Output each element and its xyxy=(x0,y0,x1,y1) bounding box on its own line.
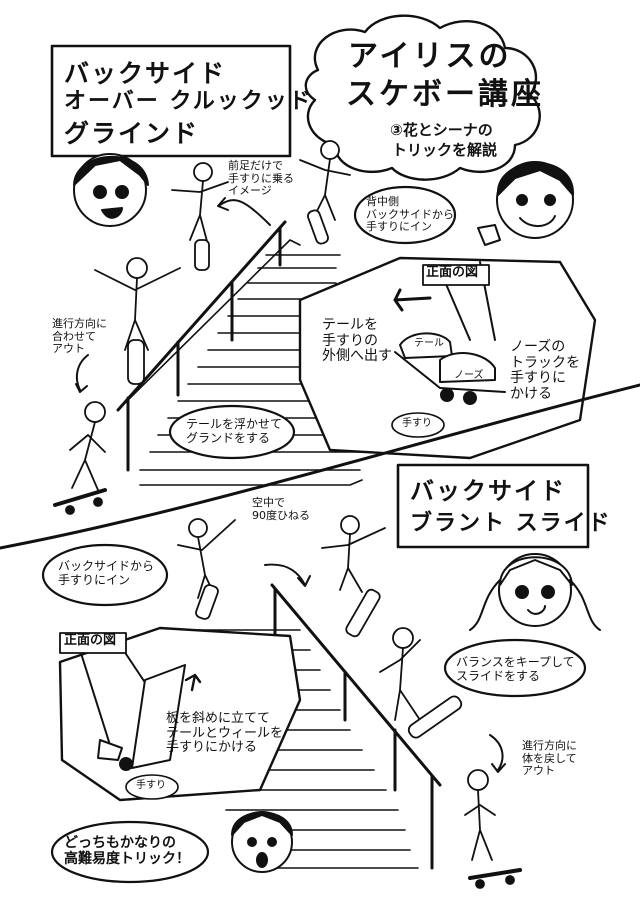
label-handrail-1: 手すり xyxy=(402,418,432,429)
character-girl-left xyxy=(73,153,149,227)
skater-figures-1 xyxy=(53,140,351,515)
note-balance: バランスをキープして スライドをする xyxy=(456,655,575,683)
bubble-backside-in-2 xyxy=(41,543,169,607)
bubble-tail-float xyxy=(168,404,296,460)
label-handrail-2: 手すり xyxy=(136,780,166,791)
character-boy-shocked xyxy=(231,811,293,873)
skate-front-view-1 xyxy=(393,261,506,405)
heading-1-line3: グラインド xyxy=(64,119,200,148)
bubble-handrail-2 xyxy=(125,774,179,800)
label-tail: テール xyxy=(414,338,444,349)
heading-2-line1: バックサイド xyxy=(410,477,566,505)
arrow-exit-1 xyxy=(75,354,89,393)
bubble-balance xyxy=(443,638,587,698)
note-backside-in-2: バックサイドから 手すりにイン xyxy=(58,559,155,587)
character-girl-twintails xyxy=(469,553,601,631)
heading-1-line2: オーバー クルックッド xyxy=(64,89,313,114)
note-exit-2: 進行方向に 体を戻して アウト xyxy=(522,739,577,778)
label-box-front-view-2 xyxy=(59,632,127,654)
title-line1: アイリスの xyxy=(348,39,512,74)
front-view-label-2: 正面の図 xyxy=(64,633,117,648)
title-subtitle-line1: ③花とシーナの xyxy=(390,121,493,139)
title-subtitle-line2: トリックを解説 xyxy=(392,141,498,159)
bubble-handrail-1 xyxy=(391,412,445,438)
note-tail-out: テールを 手すりの 外側へ出す xyxy=(322,317,392,365)
label-box-front-view-1 xyxy=(422,264,490,286)
heading-1-line1: バックサイド xyxy=(64,59,227,88)
note-exit-1: 進行方向に 合わせて アウト xyxy=(52,317,107,356)
bubble-backside-in-1 xyxy=(353,185,457,245)
note-difficult: どっちもかなりの 高難易度トリック！ xyxy=(64,835,190,867)
note-board-tilt: 板を斜めに立てて テールとウィールを 手すりにかける xyxy=(166,711,284,756)
arrow-rotate-90 xyxy=(264,563,311,587)
title-line2: スケボー講座 xyxy=(346,77,544,112)
note-nose-truck: ノーズの トラックを 手すりに かける xyxy=(510,339,580,403)
note-front-foot: 前足だけで 手すりに乗る イメージ xyxy=(228,159,294,198)
label-nose: ノーズ xyxy=(454,370,484,381)
heading-box-2 xyxy=(396,463,590,549)
arrow-swing-1 xyxy=(217,197,271,226)
character-boy-right xyxy=(477,161,575,246)
heading-box-1 xyxy=(50,44,292,158)
bubble-difficult xyxy=(50,820,210,884)
note-90: 空中で 90度ひねる xyxy=(252,496,310,522)
heading-2-line2: ブラント スライド xyxy=(410,511,612,536)
skater-figures-2 xyxy=(177,515,522,889)
handrail-2 xyxy=(270,583,442,870)
skate-front-view-2 xyxy=(79,644,202,771)
note-backside-in-1: 背中側 バックサイドから 手すりにイン xyxy=(366,195,454,234)
arrow-exit-2 xyxy=(489,734,506,773)
panel-divider xyxy=(0,383,640,550)
handrail-1 xyxy=(116,220,287,472)
front-view-label-1: 正面の図 xyxy=(426,265,479,280)
note-tail-float: テールを浮かせて グランドをする xyxy=(186,417,283,445)
